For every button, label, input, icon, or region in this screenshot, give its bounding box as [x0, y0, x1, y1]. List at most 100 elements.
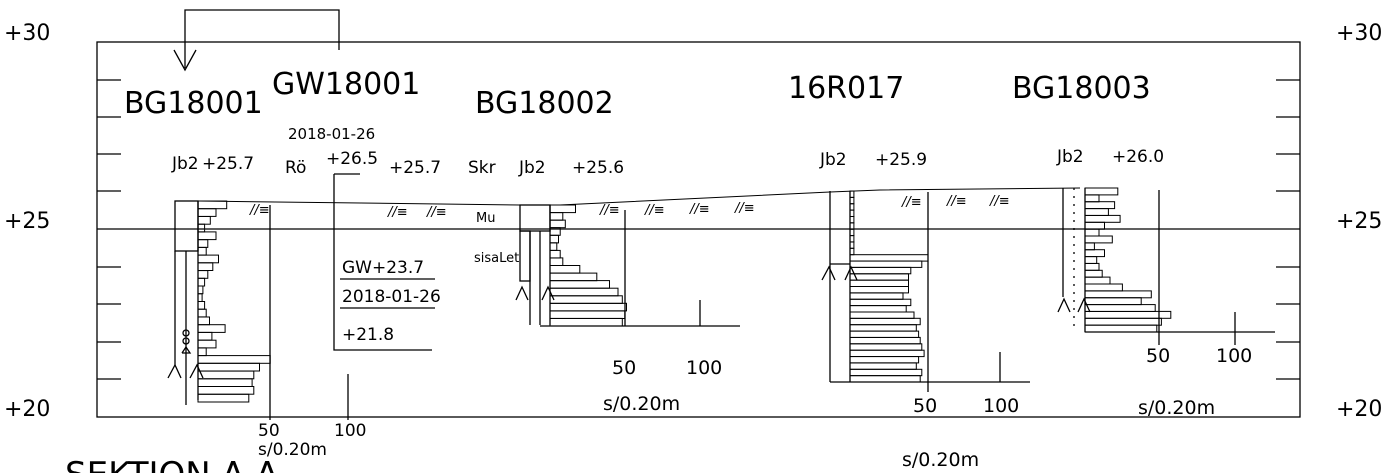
- resistance-bar: [849, 362, 917, 370]
- resistance-bar: [849, 343, 923, 351]
- left-ticks: [97, 79, 121, 380]
- resistance-bar: [1084, 194, 1100, 203]
- tick-50-bg18001: 50: [258, 421, 280, 441]
- bars-16r017: [849, 190, 929, 383]
- ground-surface-line: [197, 187, 1081, 206]
- resistance-bar: [849, 356, 920, 364]
- drawing-title: SEKTION A-A: [65, 455, 279, 473]
- soil-label-mu: Mu: [476, 211, 495, 226]
- resistance-bar: [549, 272, 598, 282]
- resistance-bar: [1084, 249, 1105, 258]
- resistance-bar: [197, 277, 206, 287]
- resistance-bar: [197, 339, 217, 349]
- svg-text://≡: //≡: [387, 205, 408, 220]
- resistance-bar: [549, 234, 559, 244]
- resistance-bar: [849, 254, 929, 262]
- borehole-title-bg18003: BG18003: [1012, 71, 1151, 106]
- resistance-bar: [549, 310, 626, 319]
- resistance-bar: [549, 280, 610, 289]
- tick-50-16r017: 50: [913, 395, 937, 417]
- gw-date-label: 2018-01-26: [342, 287, 441, 307]
- resistance-bar: [849, 375, 921, 383]
- resistance-bar: [197, 370, 255, 380]
- bars-bg18001: [197, 200, 271, 403]
- resistance-bar: [197, 223, 206, 233]
- resistance-bar: [549, 242, 558, 251]
- level-bg18002: +25.6: [572, 158, 624, 178]
- tick-100-bg18001: 100: [334, 421, 366, 441]
- method-left-bg18002: Skr: [468, 158, 496, 178]
- bg18001-column: [167, 200, 349, 420]
- resistance-bar: [197, 362, 260, 372]
- resistance-bar: [197, 262, 214, 271]
- resistance-bar: [197, 331, 213, 341]
- borehole-title-bg18001: BG18001: [124, 86, 263, 121]
- resistance-bar: [197, 386, 255, 395]
- resistance-bar: [849, 273, 909, 281]
- date-gw18001: 2018-01-26: [288, 125, 375, 143]
- resistance-bar: [849, 260, 923, 268]
- resistance-bar: [849, 298, 912, 307]
- resistance-bar: [849, 368, 923, 377]
- resistance-bar: [549, 302, 627, 312]
- svg-text://≡: //≡: [426, 205, 447, 220]
- resistance-bar: [849, 311, 915, 319]
- level-16r017: +25.9: [875, 150, 927, 170]
- resistance-bar: [549, 212, 564, 221]
- resistance-bar: [849, 336, 921, 345]
- bg18003-column: [1057, 188, 1275, 345]
- level-bg18003: +26.0: [1112, 147, 1164, 167]
- scale-unit-bg18002: s/0.20m: [603, 393, 680, 415]
- section-arrow: [173, 9, 340, 72]
- method-16r017: Jb2: [819, 150, 847, 170]
- resistance-bar: [849, 324, 917, 332]
- resistance-bar: [1084, 283, 1123, 292]
- resistance-bar: [849, 317, 921, 326]
- resistance-bar: [849, 330, 920, 339]
- resistance-bar: [197, 393, 250, 403]
- scale-unit-16r017: s/0.20m: [902, 449, 979, 471]
- resistance-bar: [197, 355, 271, 364]
- resistance-bar: [549, 257, 564, 266]
- resistance-bar: [549, 317, 623, 327]
- gw-level-label: GW+23.7: [342, 258, 424, 278]
- method-bg18003: Jb2: [1056, 147, 1084, 167]
- tick-100-bg18002: 100: [686, 357, 722, 379]
- method-bg18001: Jb2: [171, 154, 199, 174]
- resistance-bar: [1084, 242, 1095, 251]
- resistance-bar: [849, 266, 912, 275]
- resistance-bar: [197, 200, 228, 210]
- tick-50-bg18003: 50: [1146, 345, 1170, 367]
- resistance-bar: [197, 316, 210, 326]
- resistance-bar: [549, 265, 581, 274]
- svg-text://≡: //≡: [946, 194, 967, 209]
- resistance-bar: [1084, 310, 1172, 319]
- resistance-bar: [1084, 276, 1111, 285]
- resistance-bar: [1084, 201, 1116, 210]
- borehole-title-bg18002: BG18002: [475, 86, 614, 121]
- resistance-bar: [1084, 187, 1119, 196]
- resistance-bar: [549, 287, 619, 297]
- resistance-bar: [1084, 269, 1103, 278]
- resistance-bar: [1084, 297, 1142, 306]
- resistance-bar: [1084, 262, 1100, 271]
- tick-100-bg18003: 100: [1216, 345, 1252, 367]
- tick-50-bg18002: 50: [612, 357, 636, 379]
- resistance-bar: [1084, 214, 1121, 223]
- resistance-bar: [849, 305, 907, 313]
- scale-unit-bg18001: s/0.20m: [258, 440, 327, 460]
- method-bg18002: Jb2: [518, 158, 546, 178]
- resistance-bar: [197, 308, 207, 318]
- scale-unit-bg18003: s/0.20m: [1138, 397, 1215, 419]
- resistance-bar: [197, 246, 207, 256]
- resistance-bar: [197, 254, 219, 264]
- bars-bg18003: [1084, 187, 1172, 333]
- elev-right-30: +30: [1336, 21, 1382, 46]
- gw18001-pipe: [333, 173, 435, 351]
- resistance-bar: [849, 279, 909, 288]
- elev-left-20: +20: [4, 397, 50, 422]
- resistance-bar: [1084, 208, 1109, 217]
- resistance-bar: [197, 301, 206, 310]
- svg-text://≡: //≡: [689, 202, 710, 217]
